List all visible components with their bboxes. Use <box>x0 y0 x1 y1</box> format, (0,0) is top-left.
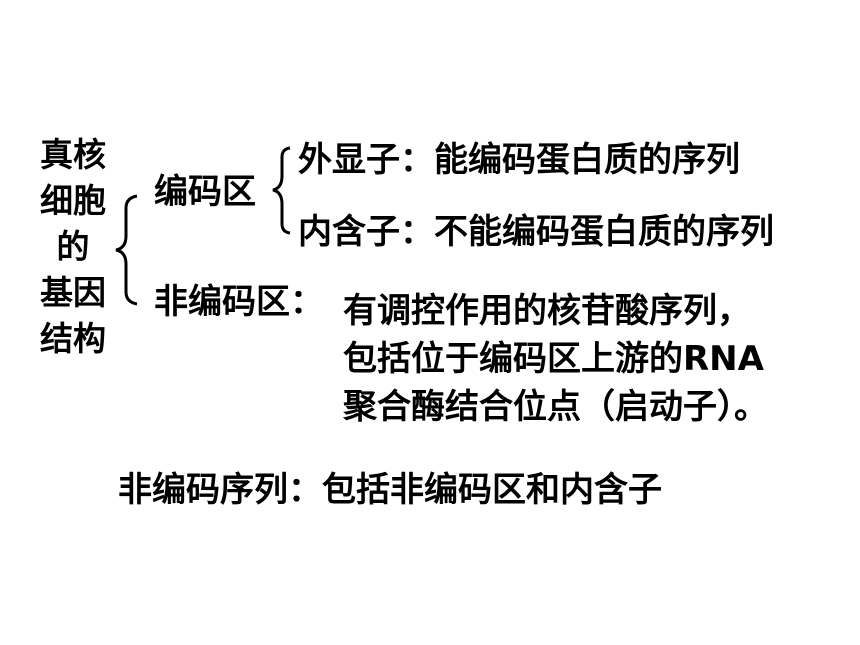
intron-definition: 内含子：不能编码蛋白质的序列 <box>298 212 774 252</box>
noncoding-description-line: 聚合酶结合位点（启动子）。 <box>343 387 768 427</box>
noncoding-region-description: 有调控作用的核苷酸序列， 包括位于编码区上游的RNA 聚合酶结合位点（启动子）。 <box>343 287 768 431</box>
coding-brace <box>272 146 291 235</box>
main-title-line: 真核 <box>40 135 106 174</box>
main-title: 真核 细胞 的 基因 结构 <box>30 132 116 362</box>
main-title-line: 的 <box>56 227 90 266</box>
coding-region-label: 编码区 <box>154 172 256 212</box>
main-title-line: 细胞 <box>40 181 106 220</box>
main-title-line: 基因 <box>40 273 106 312</box>
noncoding-description-line: 包括位于编码区上游的RNA <box>343 339 764 379</box>
noncoding-sequence-definition: 非编码序列：包括非编码区和内含子 <box>118 470 662 510</box>
noncoding-description-line: 有调控作用的核苷酸序列， <box>343 291 751 331</box>
main-brace <box>115 194 138 306</box>
exon-definition: 外显子：能编码蛋白质的序列 <box>298 140 740 180</box>
noncoding-region-label: 非编码区： <box>154 282 324 322</box>
main-title-line: 结构 <box>40 319 106 358</box>
